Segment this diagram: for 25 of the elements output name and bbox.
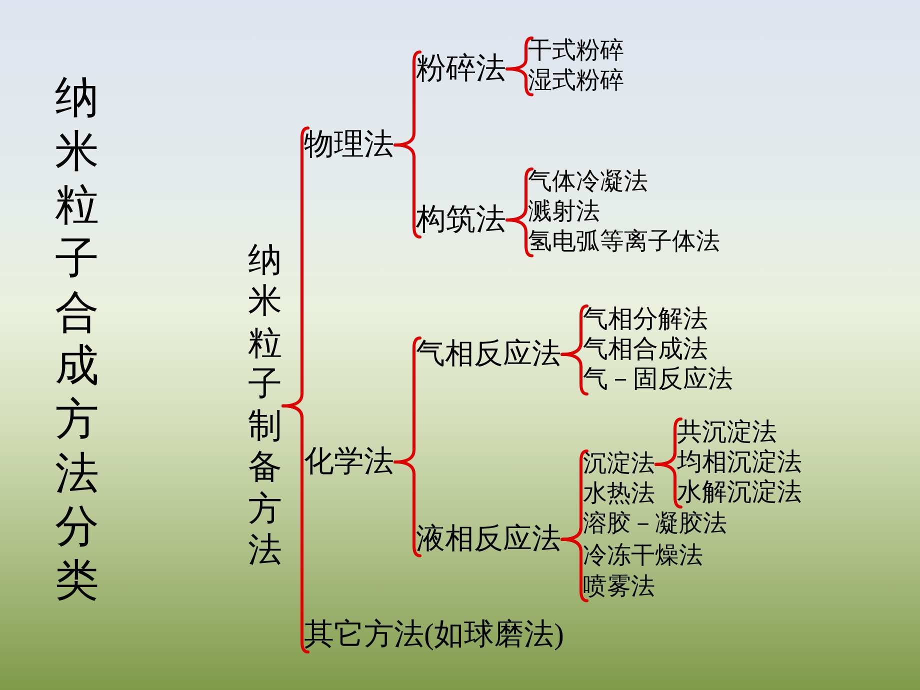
method-label: 溶胶－凝胶法: [583, 510, 727, 539]
method-label: 溅射法: [528, 198, 600, 227]
method-label: 干式粉碎: [528, 37, 624, 66]
method-label: 喷雾法: [583, 573, 655, 602]
method-label: 均相沉淀法: [677, 448, 802, 478]
method-label: 水热法: [583, 480, 655, 509]
method-label: 化学法: [304, 444, 394, 480]
method-label: 气相反应法: [416, 337, 561, 372]
method-label: 气相分解法: [583, 305, 708, 335]
method-label: 共沉淀法: [677, 418, 777, 448]
method-label: 气－固反应法: [583, 365, 733, 395]
method-label: 氢电弧等离子体法: [528, 228, 720, 257]
method-label: 气体冷凝法: [528, 168, 648, 197]
method-label: 粉碎法: [416, 51, 506, 87]
method-label: 冷冻干燥法: [583, 542, 703, 571]
method-label: 沉淀法: [583, 450, 655, 479]
method-label: 水解沉淀法: [677, 478, 802, 508]
vertical-label: 纳米粒子制备方法: [248, 240, 282, 572]
method-label: 构筑法: [416, 202, 506, 238]
method-label: 物理法: [304, 127, 394, 163]
method-label: 气相合成法: [583, 335, 708, 365]
method-label: 湿式粉碎: [528, 67, 624, 96]
vertical-title: 纳米粒子合成方法分类: [55, 72, 99, 608]
method-label: 液相反应法: [416, 522, 561, 557]
method-label: 其它方法(如球磨法): [304, 617, 564, 653]
